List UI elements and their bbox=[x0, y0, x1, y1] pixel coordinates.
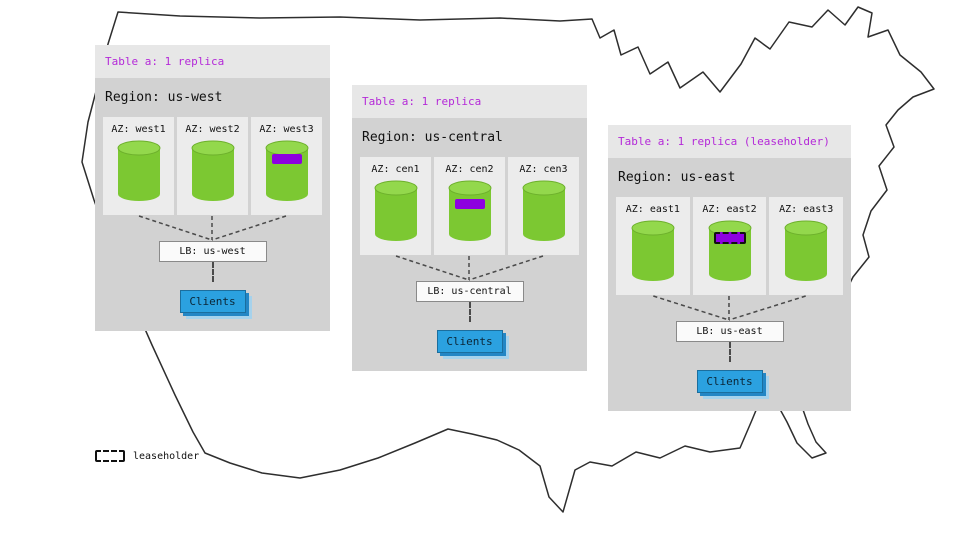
az-row: AZ: west1 AZ: west2 bbox=[103, 117, 322, 215]
az-label: AZ: cen1 bbox=[371, 164, 420, 175]
load-balancer-box: LB: us-central bbox=[415, 281, 524, 302]
region-title: Region: us-west bbox=[105, 90, 223, 105]
az-label: AZ: east3 bbox=[779, 204, 834, 215]
lb-clients-connector bbox=[468, 302, 471, 322]
az-box: AZ: east1 bbox=[616, 197, 690, 295]
region-card-us-central: Table a: 1 replica Region: us-central AZ… bbox=[352, 85, 587, 371]
table-replica-header: Table a: 1 replica bbox=[352, 85, 587, 118]
az-label: AZ: east1 bbox=[625, 204, 680, 215]
az-box: AZ: east3 bbox=[769, 197, 844, 295]
lb-clients-connector bbox=[728, 342, 731, 362]
az-row: AZ: cen1 AZ: cen2 bbox=[360, 157, 579, 255]
replica-cylinder-icon bbox=[116, 140, 162, 202]
load-balancer-box: LB: us-east bbox=[675, 321, 784, 342]
az-box: AZ: cen3 bbox=[508, 157, 579, 255]
az-label: AZ: west2 bbox=[185, 124, 240, 135]
replica-cylinder-icon bbox=[521, 180, 567, 242]
az-box: AZ: west2 bbox=[177, 117, 248, 215]
load-balancer-box: LB: us-west bbox=[158, 241, 267, 262]
legend: leaseholder bbox=[95, 450, 199, 462]
replica-cylinder-icon bbox=[783, 220, 829, 282]
az-box: AZ: west1 bbox=[103, 117, 174, 215]
replica-cylinder-icon bbox=[630, 220, 676, 282]
clients-box: Clients bbox=[436, 330, 503, 353]
leaseholder-swatch bbox=[95, 450, 125, 462]
az-row: AZ: east1 AZ: east2 bbox=[616, 197, 844, 295]
table-replica-header: Table a: 1 replica bbox=[95, 45, 330, 78]
az-label: AZ: east2 bbox=[702, 204, 757, 215]
replica-cylinder-icon bbox=[373, 180, 419, 242]
replica-cylinder-icon bbox=[190, 140, 236, 202]
region-title: Region: us-east bbox=[618, 170, 736, 185]
replica-cylinder-icon bbox=[707, 220, 753, 282]
az-label: AZ: cen3 bbox=[519, 164, 568, 175]
clients-box: Clients bbox=[696, 370, 763, 393]
legend-label: leaseholder bbox=[133, 450, 200, 462]
table-replica-header: Table a: 1 replica (leaseholder) bbox=[608, 125, 851, 158]
region-body: Region: us-west AZ: west1 AZ: west2 bbox=[95, 78, 330, 331]
replica-range-marker bbox=[271, 154, 302, 164]
az-label: AZ: west1 bbox=[111, 124, 166, 135]
replica-cylinder-icon bbox=[264, 140, 310, 202]
replica-cylinder-icon bbox=[447, 180, 493, 242]
leaseholder-range-marker bbox=[713, 232, 746, 244]
lb-clients-connector bbox=[211, 262, 214, 282]
az-box: AZ: cen2 bbox=[434, 157, 505, 255]
region-card-us-west: Table a: 1 replica Region: us-west AZ: w… bbox=[95, 45, 330, 331]
replica-range-marker bbox=[454, 199, 485, 209]
az-label: AZ: west3 bbox=[259, 124, 314, 135]
connector-lines bbox=[653, 295, 806, 321]
az-box: AZ: west3 bbox=[251, 117, 322, 215]
clients-box: Clients bbox=[179, 290, 246, 313]
region-title: Region: us-central bbox=[362, 130, 503, 145]
az-box: AZ: cen1 bbox=[360, 157, 431, 255]
az-label: AZ: cen2 bbox=[445, 164, 494, 175]
connector-lines bbox=[395, 255, 544, 281]
region-card-us-east: Table a: 1 replica (leaseholder) Region:… bbox=[608, 125, 851, 411]
region-body: Region: us-east AZ: east1 AZ: east2 bbox=[608, 158, 851, 411]
connector-lines bbox=[138, 215, 287, 241]
region-body: Region: us-central AZ: cen1 AZ: cen2 bbox=[352, 118, 587, 371]
az-box: AZ: east2 bbox=[692, 197, 767, 295]
